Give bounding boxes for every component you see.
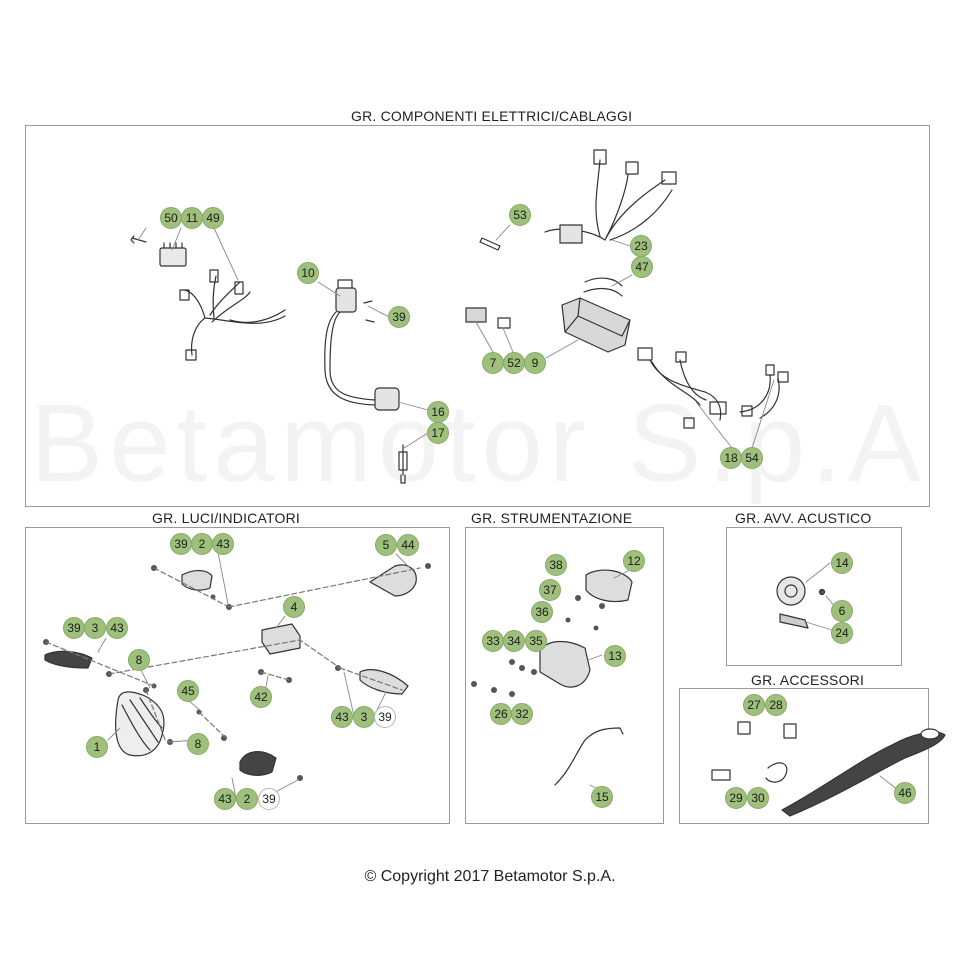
callout-horn-14: 14	[831, 552, 853, 574]
callout-lights-45: 45	[177, 680, 199, 702]
callout-lights-1: 1	[86, 736, 108, 758]
callout-electrical-9: 9	[524, 352, 546, 374]
callout-accessories-28: 28	[765, 694, 787, 716]
callout-lights-43b: 43	[106, 617, 128, 639]
panel-accessories	[679, 688, 929, 824]
section-title-horn: GR. AVV. ACUSTICO	[735, 510, 872, 526]
callout-electrical-47: 47	[631, 256, 653, 278]
callout-electrical-11: 11	[181, 207, 203, 229]
panel-electrical	[25, 125, 930, 507]
section-title-electrical: GR. COMPONENTI ELETTRICI/CABLAGGI	[351, 108, 633, 124]
callout-accessories-30: 30	[747, 787, 769, 809]
callout-instruments-32: 32	[511, 703, 533, 725]
callout-accessories-27: 27	[743, 694, 765, 716]
callout-instruments-34: 34	[503, 630, 525, 652]
callout-instruments-33: 33	[482, 630, 504, 652]
callout-accessories-46: 46	[894, 782, 916, 804]
callout-lights-3b: 3	[353, 706, 375, 728]
callout-lights-39: 39	[170, 533, 192, 555]
section-title-instruments: GR. STRUMENTAZIONE	[471, 510, 633, 526]
callout-electrical-53: 53	[509, 204, 531, 226]
callout-electrical-50: 50	[160, 207, 182, 229]
callout-accessories-29: 29	[725, 787, 747, 809]
callout-electrical-16: 16	[427, 401, 449, 423]
panel-instruments	[465, 527, 664, 824]
callout-lights-42: 42	[250, 686, 272, 708]
callout-instruments-37: 37	[539, 579, 561, 601]
callout-electrical-7: 7	[482, 352, 504, 374]
callout-lights-39b: 39	[63, 617, 85, 639]
callout-instruments-36: 36	[531, 601, 553, 623]
callout-electrical-54: 54	[741, 447, 763, 469]
callout-lights-8: 8	[128, 649, 150, 671]
callout-lights-3: 3	[84, 617, 106, 639]
callout-electrical-52: 52	[503, 352, 525, 374]
callout-lights-43c: 43	[331, 706, 353, 728]
panel-lights	[25, 527, 450, 824]
section-title-lights: GR. LUCI/INDICATORI	[152, 510, 300, 526]
callout-lights-43d: 43	[214, 788, 236, 810]
callout-electrical-18: 18	[720, 447, 742, 469]
callout-instruments-13: 13	[604, 645, 626, 667]
callout-instruments-38: 38	[545, 554, 567, 576]
callout-electrical-49: 49	[202, 207, 224, 229]
callout-lights-2b: 2	[236, 788, 258, 810]
callout-instruments-35: 35	[525, 630, 547, 652]
callout-lights-2: 2	[191, 533, 213, 555]
callout-electrical-10: 10	[297, 262, 319, 284]
section-title-accessories: GR. ACCESSORI	[751, 672, 865, 688]
callout-lights-39d: 39	[258, 788, 280, 810]
callout-lights-44: 44	[397, 534, 419, 556]
callout-electrical-23: 23	[630, 235, 652, 257]
callout-instruments-26: 26	[490, 703, 512, 725]
callout-lights-8b: 8	[187, 733, 209, 755]
callout-lights-5: 5	[375, 534, 397, 556]
callout-electrical-39: 39	[388, 306, 410, 328]
callout-horn-24: 24	[831, 622, 853, 644]
callout-horn-6: 6	[831, 600, 853, 622]
callout-lights-4: 4	[283, 596, 305, 618]
copyright-text: © Copyright 2017 Betamotor S.p.A.	[364, 868, 616, 885]
callout-electrical-17: 17	[427, 422, 449, 444]
panel-horn	[726, 527, 902, 666]
callout-lights-43: 43	[212, 533, 234, 555]
callout-lights-39c: 39	[374, 706, 396, 728]
callout-instruments-12: 12	[623, 550, 645, 572]
callout-instruments-15: 15	[591, 786, 613, 808]
